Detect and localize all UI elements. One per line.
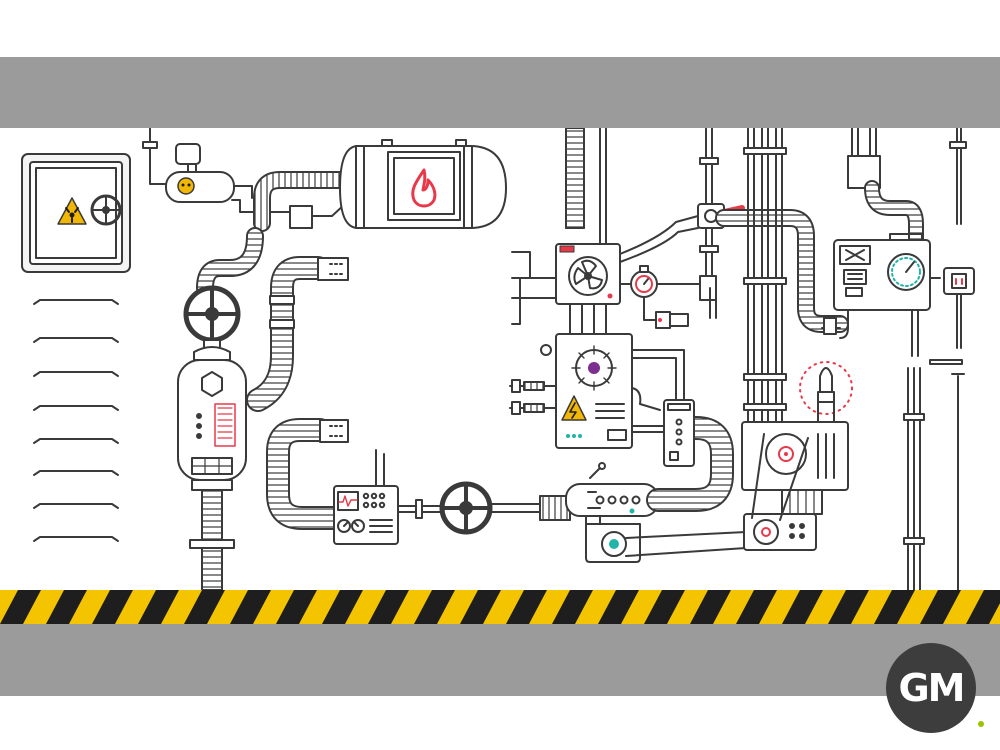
- motor-unit: [565, 462, 747, 563]
- control-box-oscilloscope: [333, 449, 399, 545]
- valve-joint: [697, 203, 849, 333]
- vertical-pipes: [743, 128, 787, 425]
- radiation-safe: [21, 153, 131, 273]
- gm-logo: GM: [886, 643, 984, 733]
- pressure-gauge-icon: [630, 265, 658, 298]
- fire-tank: [339, 139, 507, 229]
- logo-text: GM: [898, 666, 965, 710]
- center-valve-wheel: [439, 481, 493, 535]
- left-valve-wheel: [183, 285, 241, 361]
- skull-tank: [165, 143, 235, 203]
- machinery-scene: [21, 128, 975, 590]
- electrical-panel: [509, 333, 685, 449]
- top-gray-band: [0, 57, 1000, 128]
- logo-dot: [978, 721, 984, 727]
- hazard-stripe: [0, 590, 1000, 624]
- fan-icon: [573, 259, 603, 290]
- lightning-warning-icon: [561, 395, 587, 421]
- ladder-rungs: [33, 299, 119, 542]
- radiation-icon: [57, 197, 87, 225]
- switch-module: [663, 399, 695, 467]
- belt-drive-motor: [741, 421, 849, 551]
- junction-box: [943, 267, 975, 295]
- reactor-column: [177, 359, 247, 491]
- bottom-gray-band: [0, 624, 1000, 696]
- valve-wheel-icon: [90, 194, 122, 226]
- dial-control-box: [833, 233, 931, 311]
- fan-box: [555, 243, 621, 305]
- flame-icon: [411, 168, 437, 208]
- light-bulb-icon: [799, 361, 853, 425]
- skull-icon: [177, 177, 195, 195]
